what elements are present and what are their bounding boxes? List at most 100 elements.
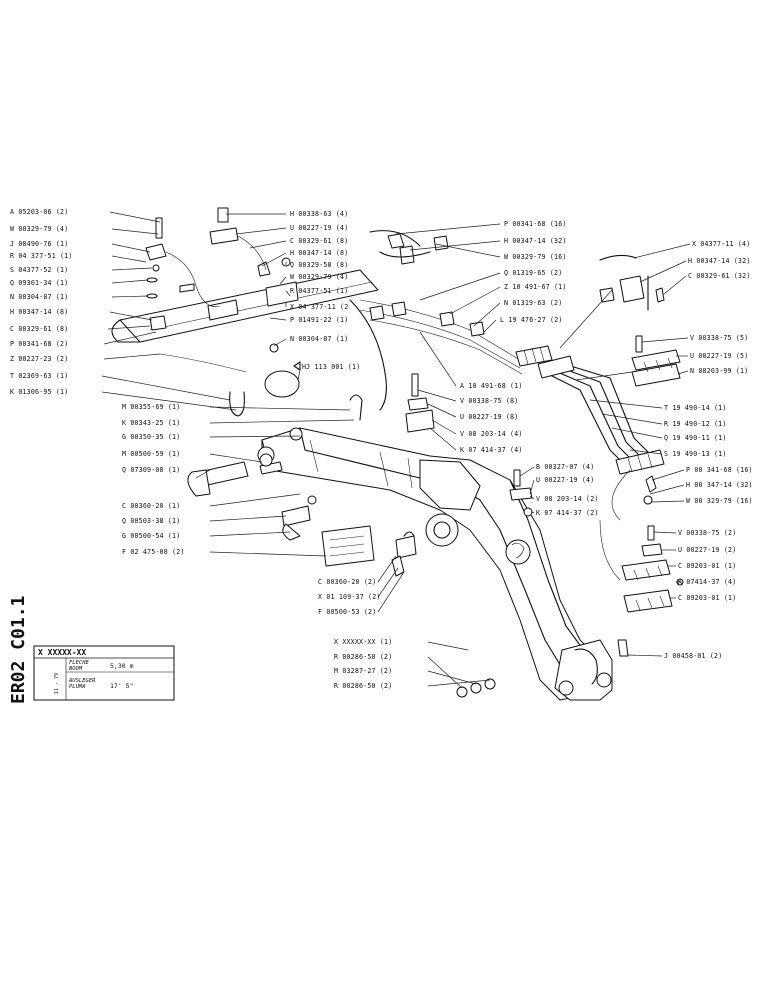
labels-right-clamp: V 00338-75 (5) U 00227-19 (5) N 08203-99… bbox=[690, 334, 748, 375]
title-name-de: AUSLEGER bbox=[68, 678, 96, 684]
part-label: Q 07309-08 (1) bbox=[122, 466, 180, 474]
washers-drawing bbox=[456, 639, 629, 698]
sheet-code: ER02 C01.1 bbox=[8, 596, 29, 704]
labels-right-pipes: T 19 490-14 (1) R 19 490-12 (1) Q 19 490… bbox=[664, 404, 753, 505]
pipes-drawing bbox=[537, 355, 665, 475]
labels-mid-left: M 00355-69 (1) K 00343-25 (1) G 00350-35… bbox=[122, 403, 180, 474]
part-label: K 00343-25 (1) bbox=[122, 419, 180, 427]
part-label: T 02369-63 (1) bbox=[10, 372, 68, 380]
part-label: S 04377-52 (1) bbox=[10, 266, 68, 274]
labels-far-right-top: X 04377-11 (4) H 00347-14 (32) C 00329-6… bbox=[688, 240, 751, 280]
part-label: H 00 347-14 (32) bbox=[686, 481, 753, 489]
part-label: N 00304-87 (1) bbox=[290, 335, 348, 343]
part-label: N 08203-99 (1) bbox=[690, 367, 748, 375]
part-label: R 04 377-51 (1) bbox=[10, 252, 73, 260]
part-label: X XXXXX-XX (1) bbox=[334, 638, 392, 646]
labels-top-mid: H 00338-63 (4) U 00227-19 (4) C 00329-61… bbox=[290, 210, 348, 343]
title-name-en: BOOM bbox=[69, 666, 83, 672]
pins-drawing bbox=[187, 394, 415, 541]
part-label: U 00227-19 (2) bbox=[678, 546, 736, 554]
part-label: U 00227-19 (5) bbox=[690, 352, 748, 360]
part-label: B 00327-07 (4) bbox=[536, 463, 594, 471]
part-label: H 00347-14 (32) bbox=[504, 237, 567, 245]
part-label: C 09203-01 (1) bbox=[678, 562, 736, 570]
part-label: P 00341-68 (2) bbox=[10, 340, 68, 348]
part-label: X 01 109-37 (2) bbox=[318, 593, 381, 601]
part-label: N 01319-63 (2) bbox=[504, 299, 562, 307]
title-dim-imperial: 17' 5" bbox=[110, 682, 133, 690]
title-block: X XXXXX-XX FLECHE BOOM AUSLEGER PLUMA 5,… bbox=[33, 645, 175, 701]
part-label: Z 10 491-67 (1) bbox=[504, 283, 567, 291]
part-label: Q 01319-65 (2) bbox=[504, 269, 562, 277]
part-label: X 04 377-11 (2 bbox=[290, 303, 348, 311]
title-name-es: PLUMA bbox=[69, 684, 86, 690]
boom-drawing bbox=[257, 427, 613, 701]
part-label: R 00286-50 (2) bbox=[334, 653, 392, 661]
part-label: C 09203-01 (1) bbox=[678, 594, 736, 602]
part-label: V 08 203-14 (2) bbox=[536, 495, 599, 503]
part-label: Q 00329-50 (8) bbox=[290, 261, 348, 269]
part-label: X 04377-11 (4) bbox=[692, 240, 750, 248]
part-label: K 01306-95 (1) bbox=[10, 388, 68, 396]
part-label: R 00286-50 (2) bbox=[334, 682, 392, 690]
title-dim-metric: 5,30 m bbox=[110, 662, 134, 670]
part-label: U 00227-19 (4) bbox=[290, 224, 348, 232]
part-label: C 00329-61 (8) bbox=[10, 325, 68, 333]
labels-center-right: B 00327-07 (4) U 00227-19 (4) V 08 203-1… bbox=[536, 463, 599, 517]
part-label: M 00355-69 (1) bbox=[122, 403, 180, 411]
part-label: A 05203-06 (2) bbox=[10, 208, 68, 216]
part-label: C 00329-61 (32) bbox=[688, 272, 751, 280]
labels-right-bottom: V 00338-75 (2) U 00227-19 (2) C 09203-01… bbox=[678, 529, 736, 602]
right-clamp-drawing bbox=[631, 335, 681, 387]
part-label: R 19 490-12 (1) bbox=[664, 420, 727, 428]
clamps-drawing bbox=[145, 207, 299, 353]
part-label: R 04377-51 (1) bbox=[290, 287, 348, 295]
part-label: G 00500-54 (1) bbox=[122, 532, 180, 540]
part-label: W 00329-79 (4) bbox=[290, 273, 348, 281]
part-label: S 19 490-13 (1) bbox=[664, 450, 727, 458]
part-label: G 00350-35 (1) bbox=[122, 433, 180, 441]
part-label: Z 00227-23 (2) bbox=[10, 355, 68, 363]
part-label: K 07414-37 (4) bbox=[678, 578, 736, 586]
part-label: H 00347-14 (8) bbox=[10, 308, 68, 316]
hoses-drawing bbox=[359, 230, 553, 375]
part-label: C 00360-20 (2) bbox=[318, 578, 376, 586]
part-label: P 00 341-68 (16) bbox=[686, 466, 753, 474]
part-label: J 00458-01 (2) bbox=[664, 652, 722, 660]
center-callout: HJ 113 001 (1) bbox=[293, 361, 360, 371]
part-label: K 07 414-37 (4) bbox=[460, 446, 523, 454]
labels-lower-left: C 00360-20 (1) Q 00503-38 (1) G 00500-54… bbox=[122, 502, 185, 556]
part-label: V 00338-75 (2) bbox=[678, 529, 736, 537]
center-parts-drawing bbox=[391, 373, 533, 577]
part-label: M 03287-27 (2) bbox=[334, 667, 392, 675]
title-code: X XXXXX-XX bbox=[38, 648, 86, 657]
part-label: Q 19 490-11 (1) bbox=[664, 434, 727, 442]
part-label: V 00338-75 (5) bbox=[690, 334, 748, 342]
part-label: V 08 203-14 (4) bbox=[460, 430, 523, 438]
part-label: F 02 475-08 (2) bbox=[122, 548, 185, 556]
labels-bottom-center: X XXXXX-XX (1) R 00286-50 (2) M 03287-27… bbox=[334, 638, 392, 690]
labels-left: A 05203-06 (2) W 00329-79 (4) J 08490-76… bbox=[10, 208, 73, 396]
part-label: V 00338-75 (8) bbox=[460, 397, 518, 405]
leader-lines bbox=[101, 211, 691, 689]
labels-center: A 10 491-68 (1) V 00338-75 (8) U 00227-1… bbox=[460, 382, 523, 454]
part-label: Q 09301-34 (1) bbox=[10, 279, 68, 287]
part-label: U 00227-19 (8) bbox=[460, 413, 518, 421]
labels-lower-center: C 00360-20 (2) X 01 109-37 (2) F 00500-5… bbox=[318, 578, 381, 616]
part-label: P 00341-68 (16) bbox=[504, 220, 567, 228]
part-label: P 01491-22 (1) bbox=[290, 316, 348, 324]
part-label: C 00329-61 (8) bbox=[290, 237, 348, 245]
part-label: M 00500-59 (1) bbox=[122, 450, 180, 458]
title-date: 11 - 79 bbox=[54, 673, 60, 694]
part-label: W 00 329-79 (16) bbox=[686, 497, 753, 505]
part-label: H 00347-14 (8) bbox=[290, 249, 348, 257]
part-label: H 00338-63 (4) bbox=[290, 210, 348, 218]
part-label: U 00227-19 (4) bbox=[536, 476, 594, 484]
part-label: W 00329-79 (4) bbox=[10, 225, 68, 233]
labels-top-right: P 00341-68 (16) H 00347-14 (32) W 00329-… bbox=[500, 220, 567, 324]
right-bracket-drawing bbox=[599, 254, 665, 311]
part-label: W 00329-79 (16) bbox=[504, 253, 567, 261]
part-label: F 00500-53 (2) bbox=[318, 608, 376, 616]
part-label: A 10 491-68 (1) bbox=[460, 382, 523, 390]
